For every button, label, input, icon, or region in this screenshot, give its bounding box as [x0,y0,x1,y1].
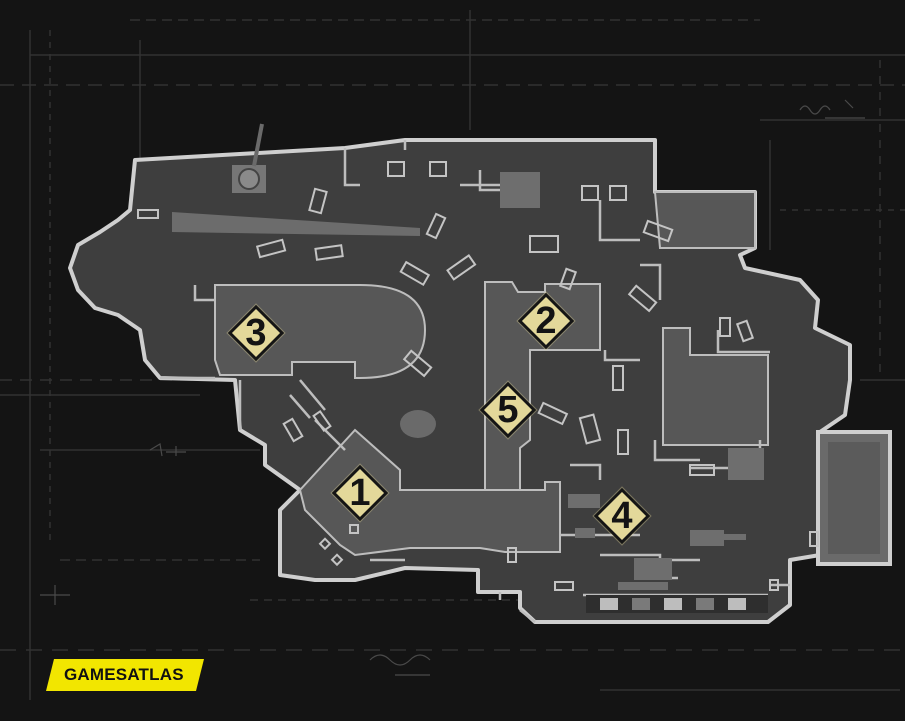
gamesatlas-logo: GAMESATLAS [46,659,204,691]
spawn-antenna [252,123,264,167]
objective-marker-1[interactable]: 1 [330,463,390,523]
highlight-areas [172,191,769,557]
spawn-pad-ring [238,168,260,190]
filled-objects [500,172,764,590]
round-pad [400,410,436,438]
marker-label: 5 [497,389,519,431]
objective-marker-5[interactable]: 5 [478,380,538,440]
objective-marker-2[interactable]: 2 [516,291,576,351]
east-annex-floor [828,442,880,554]
cover-objects [137,161,819,591]
marker-label: 3 [245,312,267,354]
marker-label: 2 [535,300,557,342]
blueprint-scribbles [40,99,865,676]
marker-label: 4 [611,495,633,537]
map-floor [68,138,852,624]
objective-marker-3[interactable]: 3 [226,303,286,363]
marker-label: 1 [349,472,371,514]
objective-marker-4[interactable]: 4 [592,486,652,546]
logo-text: GAMESATLAS [64,665,184,684]
bottom-strip [586,595,768,613]
